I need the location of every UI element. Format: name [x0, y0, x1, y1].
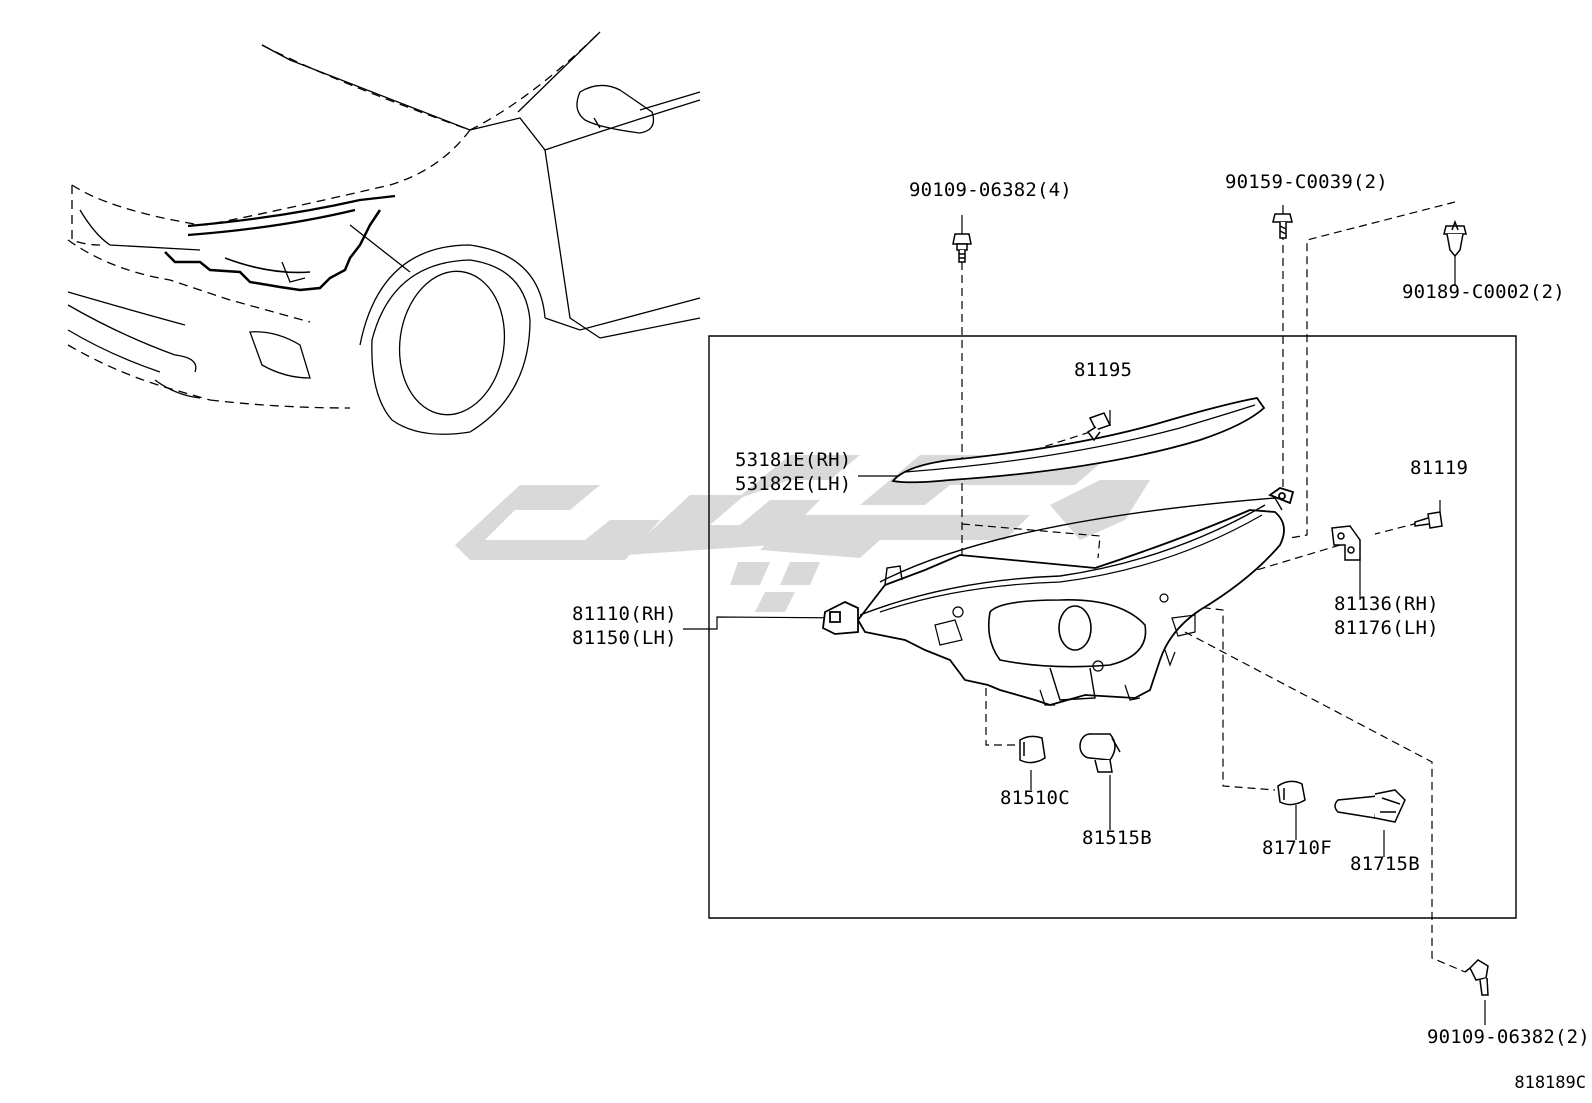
vehicle-front-view — [68, 32, 700, 434]
label-headlamp-rh: 81110(RH) — [572, 603, 677, 625]
catalog-code: 818189C — [1514, 1073, 1586, 1093]
headlamp-trim-strip — [893, 398, 1264, 482]
label-clip: 90189-C0002(2) — [1402, 281, 1565, 303]
screw-side-icon — [1415, 512, 1442, 528]
bolt-top-icon — [953, 234, 971, 262]
label-bracket-rh: 81136(RH) — [1334, 593, 1439, 615]
socket-81515b-icon — [1080, 734, 1120, 772]
label-trim-lh: 53182E(LH) — [735, 473, 852, 495]
seal-screw-icon — [1088, 413, 1110, 440]
clip-icon — [1444, 222, 1466, 256]
assembly-box — [709, 336, 1516, 918]
label-trim-rh: 53181E(RH) — [735, 449, 852, 471]
bulb-81510c-icon — [1020, 736, 1045, 762]
label-headlamp-lh: 81150(LH) — [572, 627, 677, 649]
label-screw-side: 81119 — [1410, 457, 1469, 479]
bulb-81715b-icon — [1335, 790, 1405, 822]
label-bulb-81510c: 81510C — [1000, 787, 1070, 809]
label-screw-top: 90159-C0039(2) — [1225, 171, 1388, 193]
label-bracket-lh: 81176(LH) — [1334, 617, 1439, 639]
bulb-81710f-icon — [1278, 781, 1305, 804]
label-socket-81515b: 81515B — [1082, 827, 1152, 849]
label-bolt-bottom: 90109-06382(2) — [1427, 1026, 1590, 1048]
bolt-bottom-icon — [1465, 960, 1488, 995]
bracket-icon — [1332, 526, 1360, 560]
label-bulb-81715b: 81715B — [1350, 853, 1420, 875]
label-bulb-81710f: 81710F — [1262, 837, 1332, 859]
label-seal-part: 81195 — [1074, 359, 1133, 381]
screw-top-icon — [1273, 214, 1292, 238]
label-bolt-top: 90109-06382(4) — [909, 179, 1072, 201]
headlamp-assembly — [823, 488, 1293, 705]
